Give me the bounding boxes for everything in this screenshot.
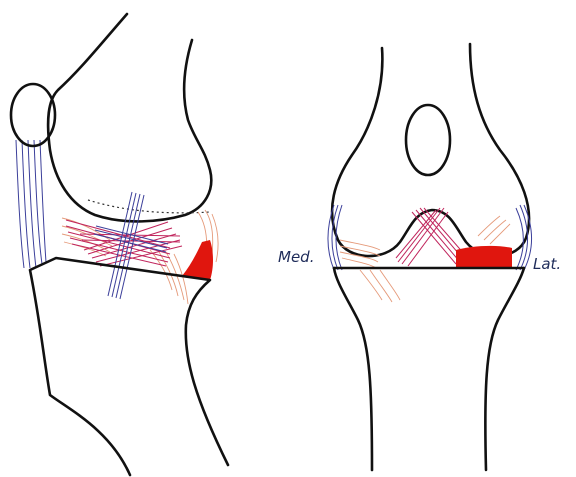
collateral-ligament-sagittal	[94, 192, 168, 299]
medial-label: Med.	[278, 248, 314, 266]
medial-collateral-ligament	[328, 205, 342, 270]
lateral-meniscus-solid	[456, 246, 512, 268]
lateral-meniscus-fibers	[478, 216, 510, 244]
patellar-tendon	[16, 140, 46, 268]
femur-coronal	[332, 44, 529, 256]
coronal-view: Med. Lat.	[278, 44, 561, 470]
tibia-coronal	[334, 268, 524, 470]
lateral-label: Lat.	[533, 255, 561, 273]
cruciate-ligaments-coronal	[396, 208, 466, 266]
meniscus-solid-sagittal	[182, 240, 213, 280]
sagittal-view	[11, 14, 228, 475]
intercondylar-notch	[406, 105, 450, 175]
femur-sagittal	[48, 14, 211, 221]
tibia-sagittal	[30, 258, 228, 475]
